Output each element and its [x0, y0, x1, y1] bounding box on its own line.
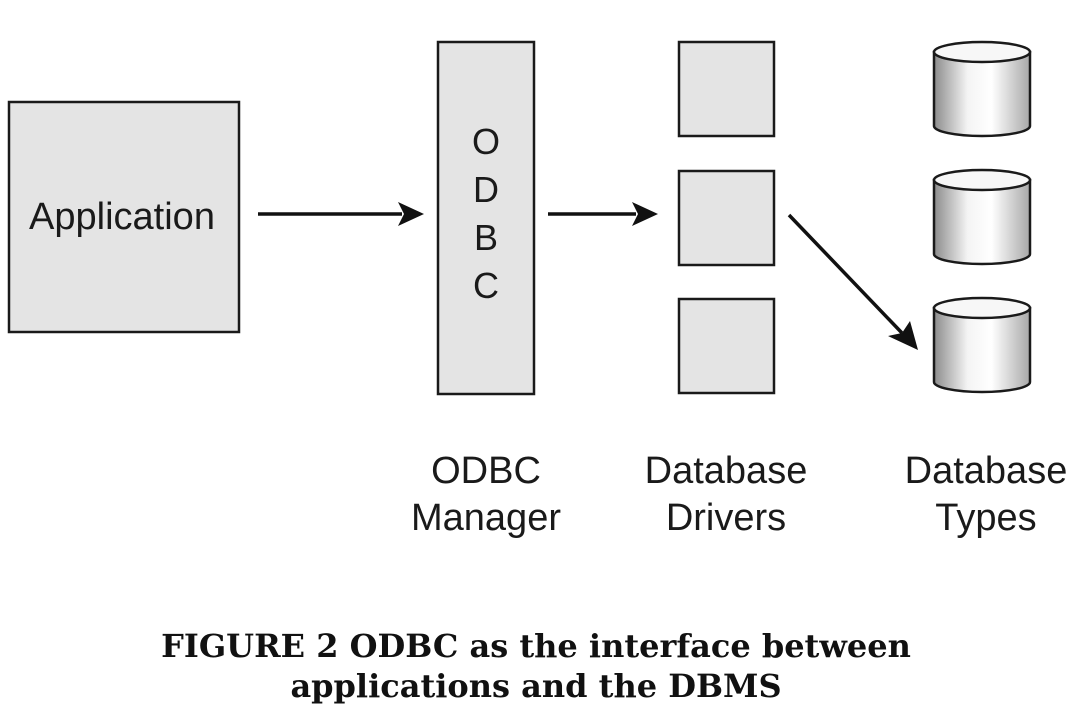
database-drivers-label: Database Drivers — [645, 450, 808, 539]
arrow-driver-to-database — [787, 213, 918, 350]
odbc-manager-label-line2: Manager — [411, 497, 561, 539]
odbc-architecture-diagram: Application O D B C ODBC M — [7, 40, 1068, 539]
odbc-manager-box: O D B C — [436, 40, 536, 396]
database-drivers-label-line1: Database — [645, 450, 808, 492]
odbc-letter-o: O — [472, 121, 500, 162]
database-cylinder-3-icon — [932, 296, 1032, 394]
odbc-manager-label: ODBC Manager — [411, 450, 561, 539]
database-driver-box-1 — [677, 40, 776, 138]
figure-caption-line2: applications and the DBMS — [290, 667, 782, 705]
arrow-odbc-to-driver — [548, 202, 658, 226]
database-drivers-label-line2: Drivers — [666, 497, 786, 539]
application-label: Application — [29, 196, 215, 238]
database-types-label: Database Types — [905, 450, 1068, 539]
arrow-application-to-odbc — [258, 202, 424, 226]
database-driver-box-2 — [677, 169, 776, 267]
database-cylinder-2-icon — [932, 168, 1032, 266]
odbc-letter-c: C — [473, 265, 499, 306]
odbc-letter-d: D — [473, 169, 499, 210]
database-driver-box-3 — [677, 297, 776, 395]
database-types-label-line1: Database — [905, 450, 1068, 492]
database-cylinder-1-icon — [932, 40, 1032, 138]
figure-caption-line1: FIGURE 2 ODBC as the interface between — [161, 627, 911, 665]
odbc-manager-label-line1: ODBC — [431, 450, 541, 492]
application-box: Application — [7, 100, 241, 334]
database-types-label-line2: Types — [935, 497, 1036, 539]
odbc-letter-b: B — [474, 217, 498, 258]
figure-caption: FIGURE 2 ODBC as the interface between a… — [0, 626, 1072, 706]
